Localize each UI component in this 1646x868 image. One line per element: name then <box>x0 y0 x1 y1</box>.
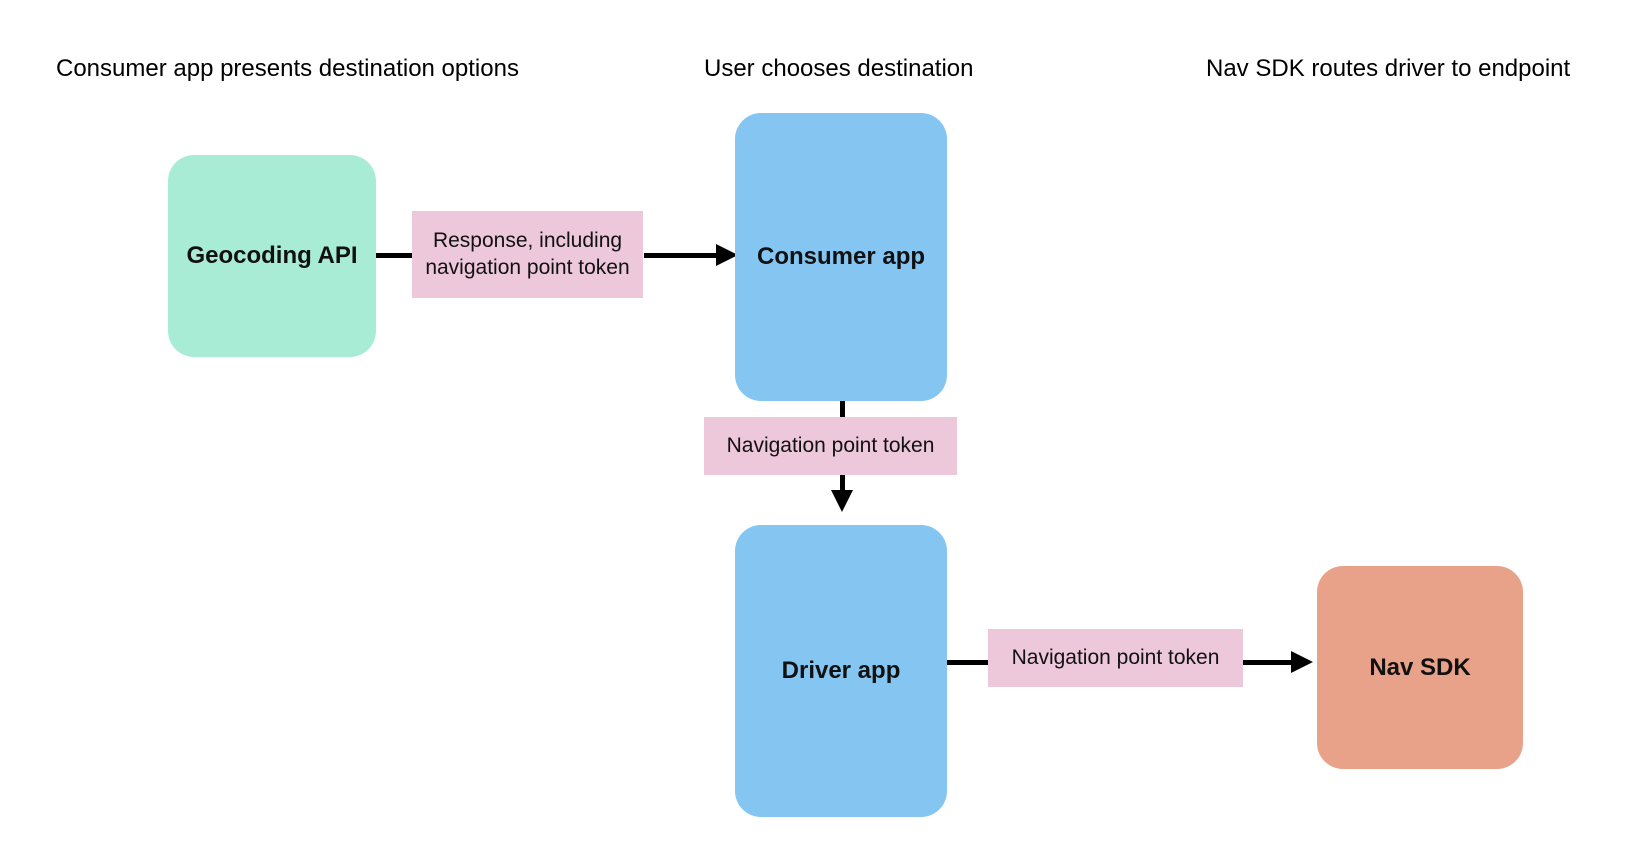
edge-label-driver-to-navsdk-text: Navigation point token <box>1011 645 1220 669</box>
caption-user-chooses: User chooses destination <box>704 55 974 82</box>
edge-label-consumer-to-driver-text: Navigation point token <box>726 433 935 457</box>
node-consumer-app[interactable]: Consumer app <box>735 113 947 401</box>
connector-driver-to-navsdk-right <box>1232 660 1297 665</box>
edge-label-geocoding-to-consumer-text: Response, including navigation point tok… <box>425 228 630 279</box>
edge-label-consumer-to-driver: Navigation point token <box>704 417 957 475</box>
connector-geocoding-to-consumer-left <box>376 253 420 258</box>
node-driver-app[interactable]: Driver app <box>735 525 947 817</box>
node-geocoding-api[interactable]: Geocoding API <box>168 155 376 357</box>
arrowhead-down-icon-consumer-to-driver <box>831 490 853 512</box>
connector-geocoding-to-consumer-right <box>644 253 722 258</box>
node-consumer-app-label: Consumer app <box>756 243 926 271</box>
edge-label-geocoding-to-consumer: Response, including navigation point tok… <box>412 211 643 298</box>
caption-consumer-app-presents: Consumer app presents destination option… <box>56 55 519 82</box>
arrowhead-right-icon-driver-to-navsdk <box>1291 651 1313 673</box>
caption-nav-sdk-routes: Nav SDK routes driver to endpoint <box>1206 55 1571 82</box>
connector-driver-to-navsdk-left <box>947 660 992 665</box>
node-driver-app-label: Driver app <box>781 657 901 685</box>
node-nav-sdk[interactable]: Nav SDK <box>1317 566 1523 769</box>
node-nav-sdk-label: Nav SDK <box>1369 653 1471 681</box>
arrowhead-right-icon-geocoding-to-consumer <box>716 244 738 266</box>
edge-label-driver-to-navsdk: Navigation point token <box>988 629 1243 687</box>
node-geocoding-api-label: Geocoding API <box>186 242 358 270</box>
